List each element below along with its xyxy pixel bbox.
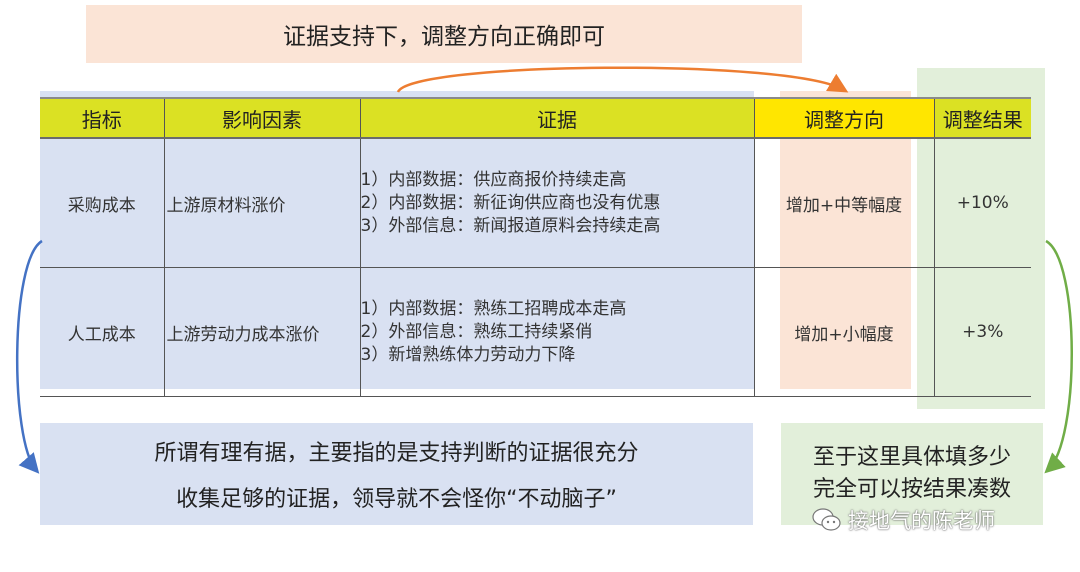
green-arrow-icon [1044,239,1073,474]
result-cell: +10% [933,137,1031,268]
watermark: 接地气的陈老师 [812,505,995,535]
cost-adjustment-table: 指标 影响因素 证据 调整方向 调整结果 采购成本 上游原材料涨价 1）内部数据… [40,97,1031,397]
evidence-cell: 1）内部数据：供应商报价持续走高 2）内部数据：新征询供应商也没有优惠 3）外部… [359,137,754,268]
left-note-box: 所谓有理有据，主要指的是支持判断的证据很充分 收集足够的证据，领导就不会怪你“不… [40,423,753,525]
wechat-icon [812,508,841,531]
top-banner: 证据支持下，调整方向正确即可 [86,5,802,63]
header-result: 调整结果 [933,97,1031,139]
indicator-cell: 采购成本 [40,137,164,268]
result-cell: +3% [933,267,1031,397]
left-note-line: 收集足够的证据，领导就不会怪你“不动脑子” [176,487,617,512]
blue-arrow-icon [15,239,43,474]
factor-cell: 上游原材料涨价 [163,137,360,268]
evidence-line: 2）外部信息：熟练工持续紧俏 [360,321,593,342]
evidence-line: 3）新增熟练体力劳动力下降 [360,344,576,365]
indicator-cell: 人工成本 [40,267,164,397]
header-factor: 影响因素 [163,97,360,139]
factor-cell: 上游劳动力成本涨价 [163,267,360,397]
table-row: 人工成本 上游劳动力成本涨价 1）内部数据：熟练工招聘成本走高 2）外部信息：熟… [40,267,1031,397]
orange-arrow-icon [396,66,849,93]
evidence-cell: 1）内部数据：熟练工招聘成本走高 2）外部信息：熟练工持续紧俏 3）新增熟练体力… [359,267,754,397]
right-note-line: 至于这里具体填多少 [812,445,1011,470]
evidence-line: 3）外部信息：新闻报道原料会持续走高 [360,215,661,236]
evidence-line: 2）内部数据：新征询供应商也没有优惠 [360,192,661,213]
right-note-box: 至于这里具体填多少 完全可以按结果凑数 [781,423,1043,525]
header-direction: 调整方向 [753,97,934,139]
evidence-line: 1）内部数据：供应商报价持续走高 [360,169,627,190]
direction-cell: 增加+中等幅度 [753,137,934,268]
banner-text: 证据支持下，调整方向正确即可 [283,24,605,50]
direction-cell: 增加+小幅度 [753,267,934,397]
header-indicator: 指标 [40,97,164,139]
left-note-line: 所谓有理有据，主要指的是支持判断的证据很充分 [154,441,639,466]
table-row: 采购成本 上游原材料涨价 1）内部数据：供应商报价持续走高 2）内部数据：新征询… [40,137,1031,268]
evidence-line: 1）内部数据：熟练工招聘成本走高 [360,298,627,319]
watermark-text: 接地气的陈老师 [848,509,995,533]
right-note-line: 完全可以按结果凑数 [812,477,1011,502]
header-evidence: 证据 [359,97,754,139]
table-header-row: 指标 影响因素 证据 调整方向 调整结果 [40,97,1031,139]
